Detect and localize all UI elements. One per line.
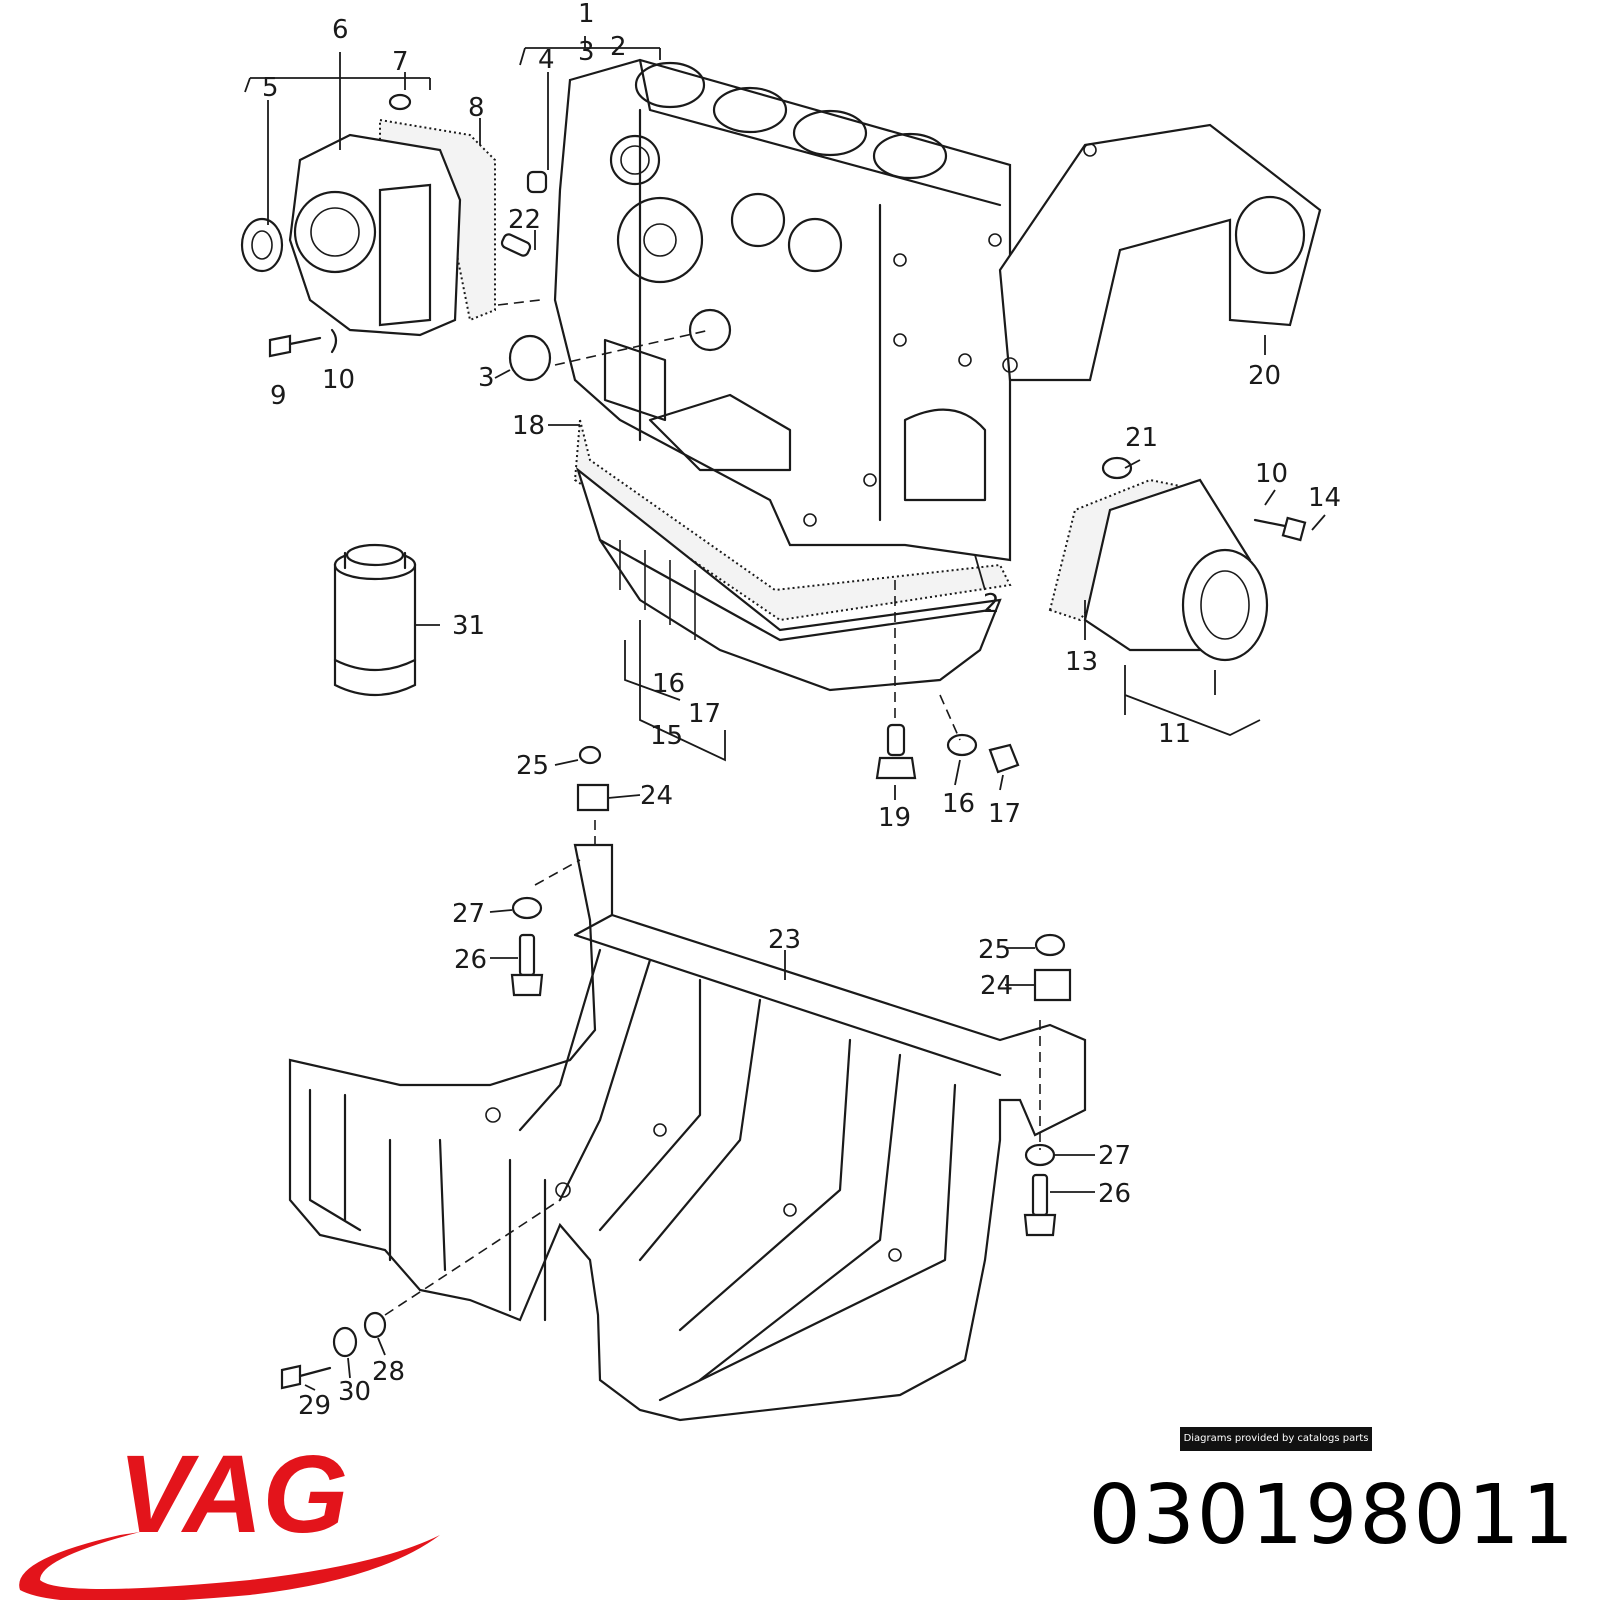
callout-23: 23 [768, 925, 801, 955]
engine-block [553, 58, 1012, 562]
callout-28: 28 [372, 1357, 405, 1387]
callout-14: 14 [1308, 483, 1341, 513]
part-number: 030198011 [1088, 1468, 1576, 1563]
callout-16: 16 [652, 669, 685, 699]
callout-24: 24 [640, 781, 673, 811]
callout-24b: 24 [980, 971, 1013, 1001]
callout-labels: 1 3 2 4 6 7 5 8 22 3 9 10 18 20 21 10 14… [262, 0, 1341, 1421]
callout-22: 22 [508, 205, 541, 235]
brand-name: VAG [118, 1440, 348, 1556]
logo-swoosh [19, 1532, 440, 1600]
callout-2b: 2 [983, 589, 1000, 619]
callout-11: 11 [1158, 719, 1191, 749]
callout-17: 17 [688, 699, 721, 729]
diagram-credit-badge: Diagrams provided by catalogs parts [1180, 1427, 1372, 1451]
rear-seal-flange [1048, 478, 1307, 662]
drain-plug-parts [875, 723, 1020, 780]
callout-1: 1 [578, 0, 595, 29]
callout-16b: 16 [942, 789, 975, 819]
callout-4: 4 [538, 45, 555, 75]
vag-logo: VAG [19, 1440, 440, 1600]
callout-10b: 10 [1255, 459, 1288, 489]
callout-15: 15 [650, 721, 683, 751]
oil-filter [333, 543, 417, 697]
callout-25b: 25 [978, 935, 1011, 965]
callout-31: 31 [452, 611, 485, 641]
callout-26: 26 [454, 945, 487, 975]
small-fasteners [268, 170, 1133, 480]
callout-30: 30 [338, 1377, 371, 1407]
adapter-plate [998, 123, 1322, 382]
leader-lines [244, 36, 1326, 1391]
water-pump [240, 93, 496, 337]
callout-9: 9 [270, 381, 287, 411]
callout-8: 8 [468, 93, 485, 123]
callout-17b: 17 [988, 799, 1021, 829]
callout-26b: 26 [1098, 1179, 1131, 1209]
skid-plate [288, 843, 1087, 1422]
assembly-lines [384, 299, 1041, 1316]
callout-27b: 27 [1098, 1141, 1131, 1171]
callout-27: 27 [452, 899, 485, 929]
callout-2: 2 [610, 32, 627, 62]
callout-21: 21 [1125, 423, 1158, 453]
callout-6: 6 [332, 15, 349, 45]
callout-13: 13 [1065, 647, 1098, 677]
callout-20: 20 [1248, 361, 1281, 391]
callout-7: 7 [392, 47, 409, 77]
callout-19: 19 [878, 803, 911, 833]
callout-29: 29 [298, 1391, 331, 1421]
mount-hardware [280, 745, 1072, 1390]
callout-10: 10 [322, 365, 355, 395]
callout-3: 3 [578, 37, 595, 67]
callout-5: 5 [262, 73, 279, 103]
callout-25: 25 [516, 751, 549, 781]
callout-18: 18 [512, 411, 545, 441]
callout-3b: 3 [478, 363, 495, 393]
